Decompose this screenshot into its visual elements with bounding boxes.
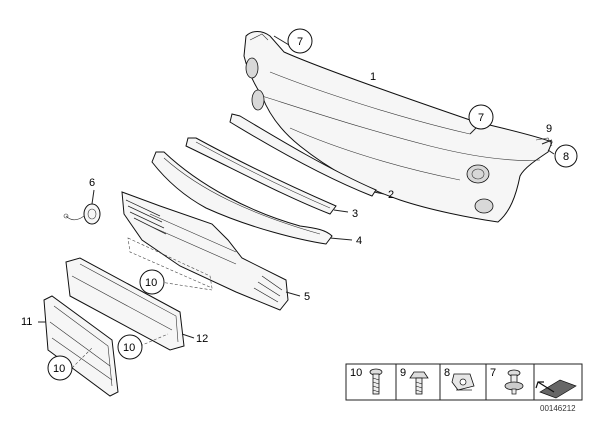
reference-number: 00146212	[540, 404, 576, 413]
hex-bolt-9-icon	[409, 371, 429, 395]
callout-8-circle	[554, 144, 578, 168]
callout-7-right-circle	[468, 104, 494, 130]
callout-10-a: 10	[145, 277, 157, 289]
callout-7-top: 7	[297, 36, 303, 48]
legend-label-9: 9	[400, 367, 406, 379]
trim-strip	[185, 137, 337, 215]
callout-5: 5	[304, 291, 310, 303]
callout-7-top-circle	[287, 28, 313, 54]
callout-10-c-circle	[47, 355, 73, 381]
licence-plate-base	[65, 257, 185, 351]
grille-strip	[229, 113, 377, 197]
lower-grille	[121, 191, 289, 311]
callout-1: 1	[370, 71, 376, 83]
screw-7-icon	[504, 369, 524, 395]
bumper-shell	[243, 31, 553, 223]
callout-10-a-circle	[139, 269, 165, 295]
callout-10-c: 10	[53, 363, 65, 375]
callout-labels: 1 2 3 4 5 6 11 12 7 7 8 9 10 10 10	[21, 28, 578, 381]
tow-eye-cap	[63, 203, 101, 225]
callout-4: 4	[356, 235, 362, 247]
callout-7-right: 7	[478, 112, 484, 124]
callout-3: 3	[352, 208, 358, 220]
callout-9: 9	[546, 123, 552, 135]
callout-12: 12	[196, 333, 208, 345]
callout-8: 8	[563, 151, 569, 163]
callout-10-b: 10	[123, 342, 135, 354]
spoiler-lip	[151, 151, 333, 245]
legend-label-8: 8	[444, 367, 450, 379]
nut-clip-8-icon	[451, 373, 475, 391]
callout-10-b-circle	[117, 334, 143, 360]
legend-label-7: 7	[490, 367, 496, 379]
callout-2: 2	[388, 189, 394, 201]
leader-lines	[38, 35, 555, 369]
fastener-legend: 10 9 8 7	[345, 363, 583, 401]
screw-10-icon	[369, 368, 383, 395]
callout-11: 11	[21, 316, 32, 328]
callout-6: 6	[89, 177, 95, 189]
direction-arrow-icon	[535, 379, 577, 399]
legend-label-10: 10	[350, 367, 362, 379]
licence-plate-holder	[43, 295, 119, 397]
